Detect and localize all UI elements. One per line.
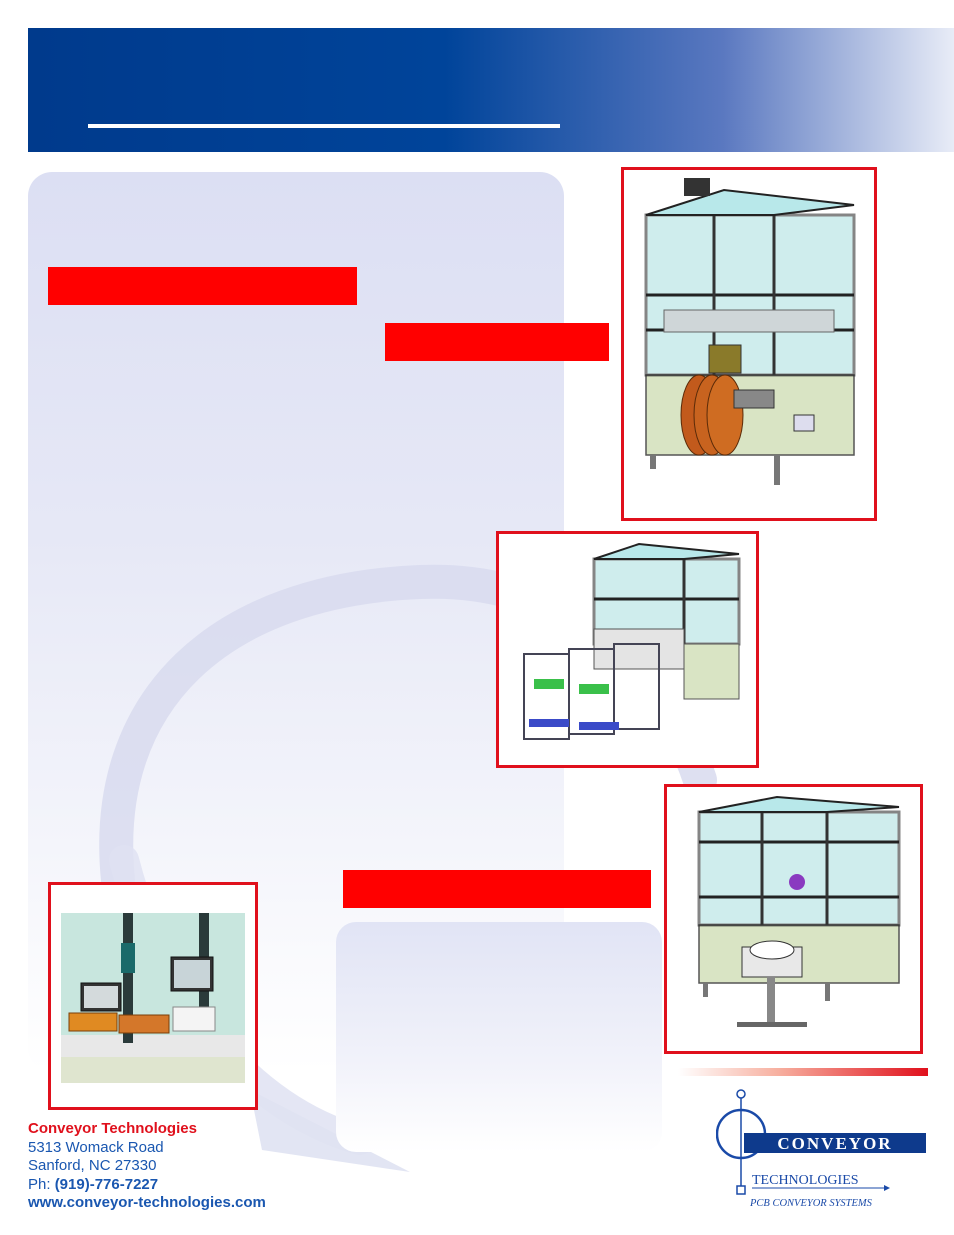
phone-line: Ph: (919)-776-7227 xyxy=(28,1176,266,1195)
logo-word-technologies: TECHNOLOGIES xyxy=(752,1173,859,1188)
redacted-bar-1 xyxy=(48,267,357,305)
website-link[interactable]: www.conveyor-technologies.com xyxy=(28,1194,266,1213)
logo-divider xyxy=(678,1068,928,1076)
company-logo: CONVEYOR TECHNOLOGIES PCB CONVEYOR SYSTE… xyxy=(716,1089,926,1209)
machine-image-tray-feeder xyxy=(664,784,923,1054)
machine-image-tray-stackers xyxy=(496,531,759,768)
redacted-bar-2 xyxy=(385,323,609,361)
website-url[interactable]: www.conveyor-technologies.com xyxy=(28,1194,266,1211)
workstation-image xyxy=(48,882,258,1110)
phone-label: Ph: xyxy=(28,1175,55,1193)
city-state-zip: Sanford, NC 27330 xyxy=(28,1157,157,1174)
redacted-bar-3 xyxy=(343,870,651,908)
company-name: Conveyor Technologies xyxy=(28,1120,197,1137)
logo-tagline: PCB CONVEYOR SYSTEMS xyxy=(749,1198,873,1209)
header-banner xyxy=(28,28,954,152)
caption-panel xyxy=(336,922,662,1152)
logo-word-conveyor: CONVEYOR xyxy=(777,1134,892,1153)
company-contact-block: Conveyor Technologies 5313 Womack Road S… xyxy=(28,1120,266,1213)
header-underline xyxy=(88,124,560,128)
machine-image-reel-feeders xyxy=(621,167,877,521)
phone-number[interactable]: (919)-776-7227 xyxy=(54,1175,159,1193)
street-address: 5313 Womack Road xyxy=(28,1138,164,1156)
